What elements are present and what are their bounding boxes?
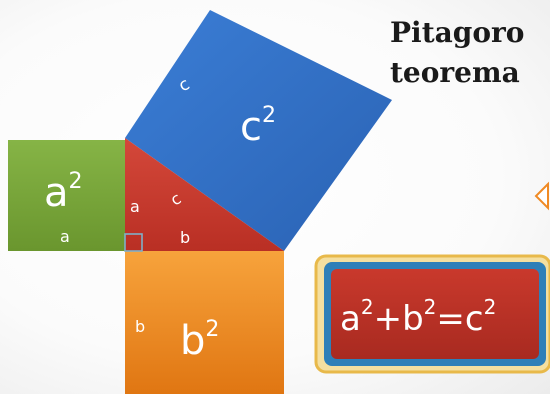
- formula-box: [331, 269, 539, 359]
- triangle-label-b: b: [180, 228, 190, 247]
- right-triangle-shape: [125, 138, 284, 251]
- square-c-shape: [125, 10, 392, 251]
- triangle-label-a: a: [130, 197, 140, 216]
- square-b-side-label: b: [135, 317, 145, 336]
- square-b-area-label: b2: [180, 317, 219, 364]
- formula-text: a2+b2=c2: [340, 295, 496, 339]
- next-arrow-icon: [534, 181, 549, 211]
- square-a-area-label: a2: [44, 169, 83, 216]
- title-line-2: teorema: [390, 56, 520, 89]
- right-angle-marker: [124, 233, 143, 252]
- title-line-1: Pitagoro: [390, 16, 524, 49]
- square-c-area-label: c2: [240, 103, 276, 150]
- square-a-shape: [8, 140, 125, 251]
- square-b-shape: [125, 251, 284, 394]
- square-a-side-label: a: [60, 227, 70, 246]
